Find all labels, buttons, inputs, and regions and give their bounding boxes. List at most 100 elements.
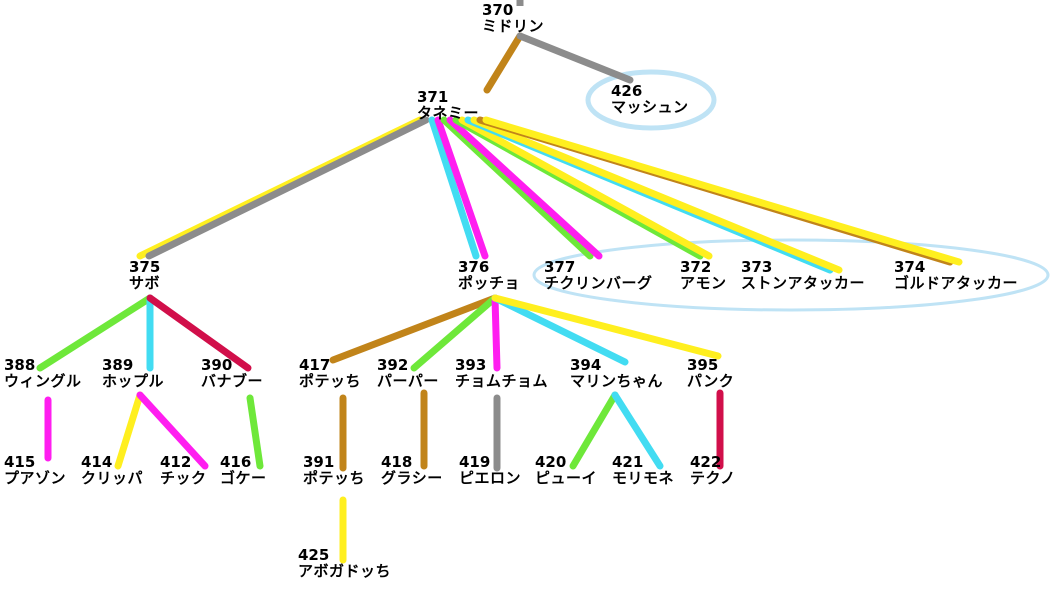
- node-number: 421: [612, 453, 644, 471]
- edge-371-to-373: [470, 116, 843, 274]
- node-417: 417 ポテッち: [299, 358, 361, 389]
- node-name: テクノ: [690, 469, 736, 487]
- node-372: 372 アモン: [680, 260, 727, 291]
- node-name: グラシー: [381, 469, 443, 487]
- node-name: マリンちゃん: [570, 372, 664, 390]
- node-375: 375 サボ: [129, 260, 160, 291]
- node-name: アボガドッち: [298, 562, 392, 580]
- node-426: 426 マッシュン: [611, 84, 689, 115]
- highlight-ring-leaf-evolutions: [532, 238, 1050, 312]
- node-number: 415: [4, 453, 36, 471]
- node-419: 419 ピエロン: [459, 455, 521, 486]
- node-number: 420: [535, 453, 567, 471]
- node-name: ゴケー: [220, 469, 267, 487]
- node-name: アモン: [680, 274, 727, 292]
- node-name: プアゾン: [4, 469, 67, 487]
- node-number: 388: [4, 356, 36, 374]
- edge-371-to-377: [446, 116, 603, 260]
- node-422: 422 テクノ: [690, 455, 736, 486]
- node-name: ポッチョ: [458, 274, 521, 292]
- node-390: 390 バナブー: [201, 358, 263, 389]
- node-number: 395: [687, 356, 719, 374]
- node-name: パンク: [687, 372, 735, 390]
- node-name: バナブー: [201, 372, 264, 390]
- node-414: 414 クリッパ: [81, 455, 143, 486]
- edge-371-to-372: [458, 116, 713, 260]
- node-371: 371 タネミー: [417, 90, 479, 121]
- edge-389-to-412: [136, 391, 209, 470]
- node-name: タネミー: [417, 104, 480, 122]
- node-394: 394 マリンちゃん: [570, 358, 663, 389]
- node-name: ポテッち: [303, 469, 366, 487]
- node-number: 390: [201, 356, 233, 374]
- node-377: 377 チクリンバーグ: [544, 260, 653, 291]
- node-395: 395 パンク: [687, 358, 734, 389]
- node-number: 371: [417, 88, 449, 106]
- edge-370-to-426: [516, 32, 634, 84]
- node-name: ミドリン: [482, 17, 545, 35]
- edge-376-to-395: [491, 294, 722, 360]
- edge-390-to-416: [246, 394, 264, 470]
- edge-376-to-394: [491, 294, 629, 366]
- node-number: 422: [690, 453, 722, 471]
- node-name: パーパー: [377, 372, 439, 390]
- node-number: 392: [377, 356, 409, 374]
- edge-376-to-392: [410, 294, 499, 372]
- node-number: 372: [680, 258, 712, 276]
- node-name: ストンアタッカー: [741, 274, 866, 292]
- node-421: 421 モリモネ: [612, 455, 674, 486]
- node-number: 391: [303, 453, 335, 471]
- node-389: 389 ホップル: [102, 358, 164, 389]
- node-412: 412 チック: [160, 455, 207, 486]
- node-number: 426: [611, 82, 643, 100]
- node-number: 389: [102, 356, 134, 374]
- node-name: サボ: [129, 274, 161, 292]
- node-393: 393 チョムチョム: [455, 358, 548, 389]
- node-420: 420 ピューイ: [535, 455, 597, 486]
- node-name: ピューイ: [535, 469, 598, 487]
- edge-375-to-388: [36, 294, 154, 372]
- node-number: 374: [894, 258, 926, 276]
- highlight-ring-426: [585, 69, 717, 131]
- edge-394-to-421: [611, 391, 664, 470]
- node-name: チック: [160, 469, 207, 487]
- node-388: 388 ウィングル: [4, 358, 82, 389]
- node-number: 373: [741, 258, 773, 276]
- edge-394-to-420: [569, 391, 619, 470]
- node-number: 417: [299, 356, 331, 374]
- node-415: 415 プアゾン: [4, 455, 66, 486]
- node-number: 394: [570, 356, 602, 374]
- edge-375-to-390: [146, 294, 252, 372]
- node-name: ホップル: [102, 372, 165, 390]
- node-376: 376 ポッチョ: [458, 260, 520, 291]
- node-373: 373 ストンアタッカー: [741, 260, 865, 291]
- node-392: 392 パーパー: [377, 358, 439, 389]
- node-number: 419: [459, 453, 491, 471]
- edge-376-to-393: [491, 294, 501, 372]
- node-name: モリモネ: [612, 469, 675, 487]
- edge-371-to-377: [440, 116, 594, 260]
- node-name: クリッパ: [81, 469, 144, 487]
- node-number: 425: [298, 546, 330, 564]
- node-number: 375: [129, 258, 161, 276]
- node-425: 425 アボガドッち: [298, 548, 391, 579]
- node-number: 414: [81, 453, 113, 471]
- node-name: ウィングル: [4, 372, 82, 390]
- edge-371-to-374: [482, 116, 963, 266]
- node-name: ピエロン: [459, 469, 522, 487]
- node-name: チクリンバーグ: [544, 274, 653, 292]
- edge-376-to-417: [329, 294, 499, 364]
- node-number: 393: [455, 356, 487, 374]
- node-374: 374 ゴルドアタッカー: [894, 260, 1018, 291]
- edge-370-to-371: [483, 32, 524, 94]
- node-name: ゴルドアタッカー: [894, 274, 1019, 292]
- node-number: 377: [544, 258, 576, 276]
- edge-389-to-414: [114, 391, 144, 470]
- edge-371-to-376: [428, 116, 480, 260]
- edge-371-to-375: [145, 116, 430, 260]
- node-391: 391 ポテッち: [303, 455, 365, 486]
- edge-371-to-376: [434, 116, 489, 260]
- node-418: 418 グラシー: [381, 455, 443, 486]
